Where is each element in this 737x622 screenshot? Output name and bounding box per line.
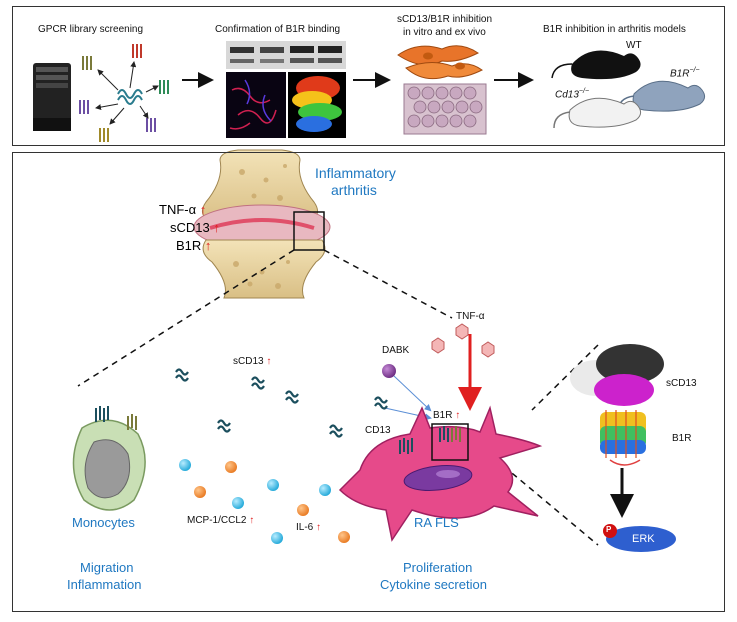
mouse-b1r-label: B1R−/−	[670, 67, 700, 80]
scd13-b1r-structure	[570, 344, 664, 466]
dabk-arrow	[393, 375, 432, 412]
fibroblast-cells	[397, 45, 483, 80]
tissue-section	[403, 83, 487, 135]
cd13-label: CD13	[365, 425, 391, 436]
cytokine-orange	[194, 461, 350, 543]
step1-label: GPCR library screening	[38, 24, 144, 35]
cytokine-cyan	[179, 459, 331, 544]
outcome-right-2: Cytokine secretion	[380, 577, 487, 592]
mechanism-panel	[12, 152, 725, 612]
fls-zoom-box	[431, 423, 469, 461]
marker-scd13: sCD13 ↑	[170, 220, 220, 235]
outcome-right-1: Proliferation	[403, 560, 473, 575]
step4-label: B1R inhibition in arthritis models	[543, 24, 686, 35]
western-blot	[226, 41, 346, 69]
mouse-cd13-label: Cd13−/−	[555, 88, 590, 101]
step2-label: Confirmation of B1R binding	[215, 24, 341, 35]
struct-scd13-label: sCD13	[666, 378, 697, 389]
tnf-alpha-molecules	[431, 323, 495, 358]
outcome-left-2: Inflammation	[67, 577, 142, 592]
monocyte-cell	[72, 406, 146, 511]
zoom-line-left	[77, 249, 295, 387]
marker-b1r: B1R ↑	[176, 238, 212, 253]
mcp-label: MCP-1/CCL2 ↑	[187, 515, 255, 526]
scd13-label: sCD13 ↑	[233, 356, 272, 367]
joint-illustration	[193, 149, 331, 299]
dabk-label: DABK	[382, 345, 410, 356]
il6-label: IL-6 ↑	[296, 522, 322, 533]
zoom-line-right	[323, 249, 453, 319]
step3-label-2: in vitro and ex vivo	[403, 27, 486, 38]
dabk-molecule	[382, 364, 396, 378]
step3-label-1: sCD13/B1R inhibition	[397, 14, 493, 25]
mouse-cd13-knockout	[553, 97, 642, 129]
erk-ellipse	[606, 526, 676, 552]
joint-title-2: arthritis	[331, 182, 377, 198]
erk-label: ERK	[632, 533, 655, 545]
scd13-molecules	[175, 368, 388, 438]
fluorescence-image	[226, 72, 286, 138]
mouse-wt	[551, 50, 641, 80]
zoom-line-struct-top	[531, 344, 599, 411]
struct-b1r-label: B1R	[672, 433, 692, 444]
mouse-b1r-knockout	[617, 80, 706, 113]
server-icon	[33, 63, 71, 131]
joint-title-1: Inflammatory	[315, 165, 396, 181]
marker-tnf: TNF-α ↑	[159, 202, 207, 217]
gpcr-library-receptors	[79, 44, 169, 142]
fls-label: RA FLS	[414, 515, 459, 530]
ra-fls-cell	[338, 405, 543, 542]
phospho-label: P	[606, 525, 612, 534]
outcome-left-1: Migration	[80, 560, 134, 575]
monocytes-label: Monocytes	[72, 515, 135, 530]
b1r-label: B1R ↑	[433, 410, 461, 421]
joint-zoom-box	[293, 211, 325, 251]
tnf-label: TNF-α	[456, 311, 485, 322]
library-arrows	[95, 61, 159, 125]
phospho-circle	[603, 524, 617, 538]
protein-structure-image	[288, 72, 346, 138]
mouse-wt-label: WT	[626, 40, 642, 51]
